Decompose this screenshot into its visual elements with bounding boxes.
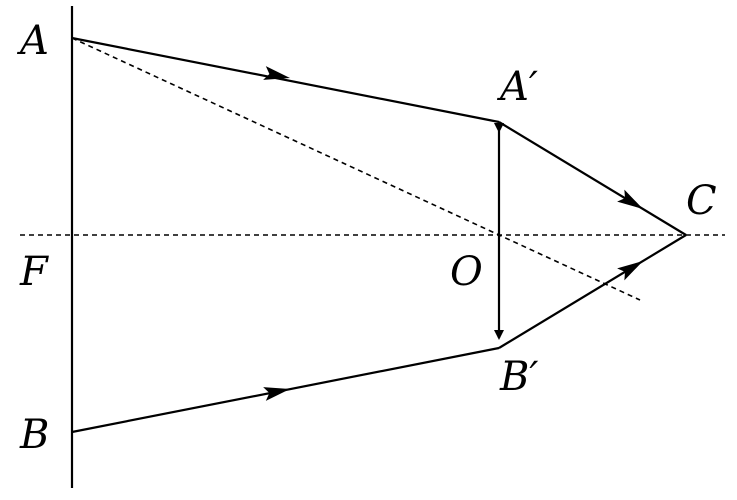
label-c: C	[686, 178, 717, 224]
label-a: A	[16, 18, 49, 64]
label-b: B	[19, 412, 49, 458]
label-f: F	[19, 249, 49, 295]
auxiliary-dashed-ray	[71, 37, 641, 301]
ray-a-to-a-prime	[71, 36, 500, 124]
ray-b-prime-to-c	[498, 234, 687, 349]
ray-a-prime-to-c	[498, 121, 687, 236]
label-o: O	[450, 249, 483, 295]
arrowhead-ray-a	[263, 66, 290, 80]
arrowhead-ray-b	[263, 387, 290, 401]
arrowhead-ray-b-prime	[617, 261, 643, 281]
label-a-prime: A′	[496, 64, 538, 110]
arrowhead-ray-a-prime	[617, 189, 643, 209]
label-b-prime: B′	[499, 354, 538, 400]
